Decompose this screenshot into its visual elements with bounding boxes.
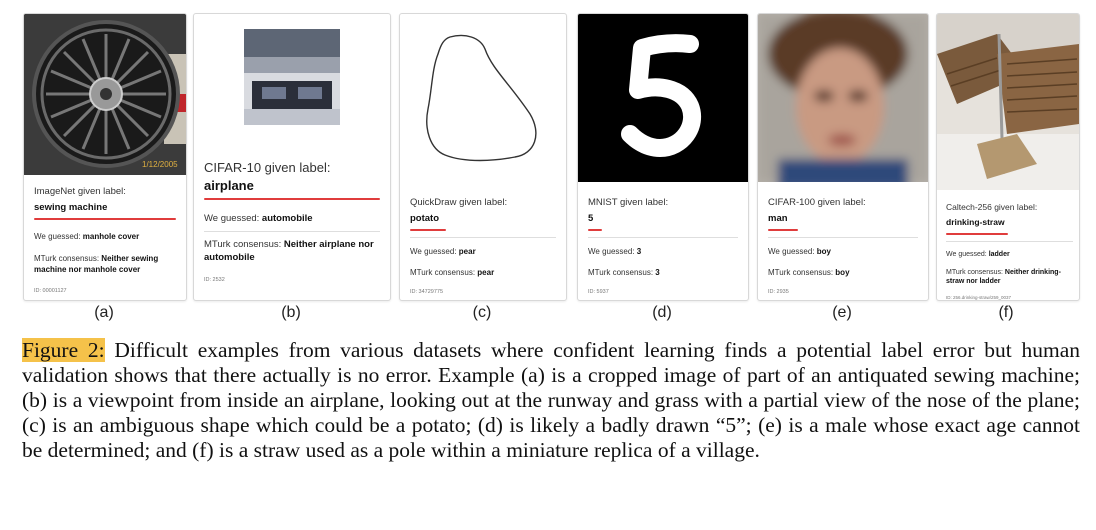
mturk-row: MTurk consensus: Neither sewing machine … xyxy=(34,254,176,276)
card-cifar100: CIFAR-100 given label: man We guessed: b… xyxy=(757,13,929,301)
example-id: ID: 5937 xyxy=(588,288,609,295)
example-id: ID: 2935 xyxy=(768,288,789,295)
mturk-value: Neither drinking-straw nor ladder xyxy=(946,268,1061,286)
mturk-prefix: MTurk consensus: xyxy=(34,254,100,264)
given-label-caption: ImageNet given label: xyxy=(34,186,126,197)
sewing-machine-image: 1/12/2005 xyxy=(24,14,186,175)
given-label-value: potato xyxy=(410,213,440,225)
given-label-value: sewing machine xyxy=(34,202,108,214)
card-mnist: MNIST given label: 5 We guessed: 3 MTurk… xyxy=(577,13,749,301)
guessed-prefix: We guessed: xyxy=(34,232,81,242)
mturk-row: MTurk consensus: Neither airplane nor au… xyxy=(204,239,380,265)
guessed-prefix: We guessed: xyxy=(204,212,260,224)
divider xyxy=(768,237,918,239)
figure-caption: Figure 2: Difficult examples from variou… xyxy=(22,338,1080,463)
mturk-value: 3 xyxy=(655,268,660,278)
card-quickdraw: QuickDraw given label: potato We guessed… xyxy=(399,13,567,301)
red-underline xyxy=(768,229,798,232)
man-face-image xyxy=(758,14,928,182)
subfigure-label-a: (a) xyxy=(94,304,114,321)
guessed-row: We guessed: 3 xyxy=(588,247,738,258)
guessed-row: We guessed: automobile xyxy=(204,213,380,226)
digit-five-image xyxy=(578,14,748,182)
guessed-value: boy xyxy=(816,247,832,257)
mturk-value: boy xyxy=(835,268,850,278)
red-underline xyxy=(588,229,602,232)
guessed-prefix: We guessed: xyxy=(946,251,987,259)
mturk-prefix: MTurk consensus: xyxy=(588,268,654,278)
given-label-caption: CIFAR-100 given label: xyxy=(768,197,866,208)
mturk-row: MTurk consensus: boy xyxy=(768,268,918,279)
red-underline xyxy=(34,218,176,221)
caption-text: Difficult examples from various datasets… xyxy=(22,338,1081,462)
guessed-value: automobile xyxy=(261,212,313,224)
given-label-value: 5 xyxy=(588,213,594,225)
example-id: ID: 256.drinking-straw/259_0037 xyxy=(946,294,1012,300)
divider xyxy=(588,237,738,239)
given-label-value: airplane xyxy=(204,177,254,193)
subfigure-label-e: (e) xyxy=(832,304,852,321)
mturk-value: pear xyxy=(477,268,495,278)
divider xyxy=(204,231,380,233)
mturk-row: MTurk consensus: 3 xyxy=(588,268,738,279)
guessed-value: 3 xyxy=(636,247,642,257)
card-imagenet: 1/12/2005 ImageNet given label: sewing m… xyxy=(23,13,187,301)
mturk-row: MTurk consensus: pear xyxy=(410,268,556,279)
red-underline xyxy=(410,229,446,232)
guessed-prefix: We guessed: xyxy=(768,247,815,257)
example-id: ID: 00001127 xyxy=(34,287,67,294)
subfigure-label-d: (d) xyxy=(652,304,672,321)
given-label-caption: MNIST given label: xyxy=(588,197,669,208)
guessed-value: pear xyxy=(458,247,476,257)
image-date-stamp: 1/12/2005 xyxy=(142,160,178,169)
mturk-row: MTurk consensus: Neither drinking-straw … xyxy=(946,268,1073,287)
given-label-value: drinking-straw xyxy=(946,217,1005,228)
given-label-value: man xyxy=(768,213,788,225)
mturk-prefix: MTurk consensus: xyxy=(204,239,282,251)
mturk-value: Neither airplane nor automobile xyxy=(204,239,374,264)
example-id: ID: 2532 xyxy=(204,277,225,284)
given-label-caption: CIFAR-10 given label: xyxy=(204,160,331,175)
village-straw-image xyxy=(937,14,1079,190)
subfigure-label-c: (c) xyxy=(472,304,492,321)
card-caltech256: Caltech-256 given label: drinking-straw … xyxy=(936,13,1080,301)
guessed-row: We guessed: boy xyxy=(768,247,918,258)
divider xyxy=(946,241,1073,243)
mturk-prefix: MTurk consensus: xyxy=(768,268,834,278)
subfigure-label-f: (f) xyxy=(998,304,1014,321)
potato-drawing-image xyxy=(410,29,556,174)
guessed-value: manhole cover xyxy=(82,232,140,242)
red-underline xyxy=(946,233,1008,236)
guessed-row: We guessed: manhole cover xyxy=(34,232,176,243)
given-label-caption: Caltech-256 given label: xyxy=(946,202,1038,212)
example-id: ID: 34729775 xyxy=(410,288,444,295)
given-label-caption: QuickDraw given label: xyxy=(410,197,508,208)
airplane-image xyxy=(244,29,340,125)
guessed-value: ladder xyxy=(988,251,1010,259)
mturk-prefix: MTurk consensus: xyxy=(410,268,476,278)
guessed-row: We guessed: pear xyxy=(410,247,556,258)
subfigure-label-b: (b) xyxy=(281,304,301,321)
guessed-prefix: We guessed: xyxy=(588,247,635,257)
mturk-value: Neither sewing machine nor manhole cover xyxy=(34,254,159,274)
divider xyxy=(410,237,556,239)
guessed-prefix: We guessed: xyxy=(410,247,457,257)
figure-label: Figure 2: xyxy=(22,338,105,362)
red-underline xyxy=(204,197,380,200)
guessed-row: We guessed: ladder xyxy=(946,250,1073,259)
mturk-prefix: MTurk consensus: xyxy=(946,268,1003,276)
card-cifar10: CIFAR-10 given label: airplane We guesse… xyxy=(193,13,391,301)
